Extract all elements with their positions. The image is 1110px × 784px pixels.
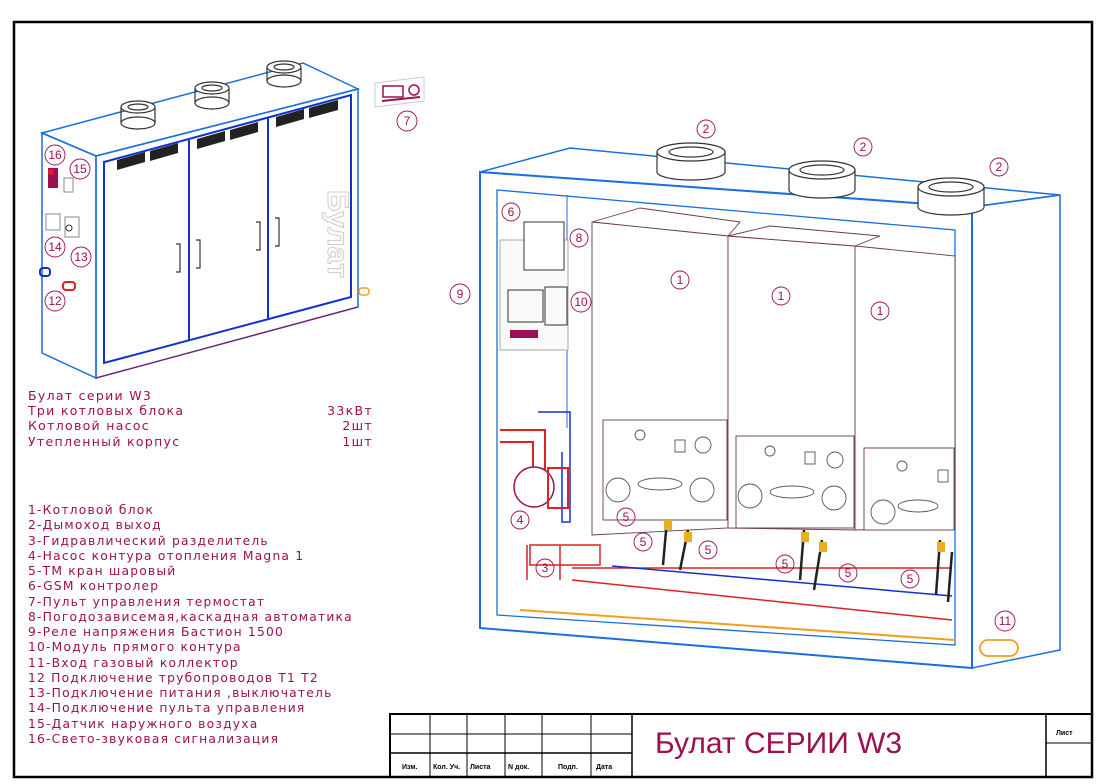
callout-label: 2	[996, 160, 1003, 174]
callout-group: 1 1 1 2 2 2 3 4 5 5 5 5 5 5 6 7 8 9 10 1…	[44, 110, 1016, 632]
legend-item: 10-Модуль прямого контура	[28, 640, 242, 655]
callout-label: 9	[457, 287, 464, 301]
spec-row: Три котловых блока 33кВт	[28, 403, 373, 418]
legend-item: 15-Датчик наружного воздуха	[28, 716, 259, 731]
legend-item: 3-Гидравлический разделитель	[28, 533, 269, 548]
callout-10: 10	[570, 291, 592, 313]
callout-14: 14	[44, 236, 66, 258]
tb-col-lista: Листа	[470, 764, 491, 771]
brand-logo: Булат	[321, 190, 354, 278]
callout-16: 16	[44, 144, 66, 166]
callout-5: 5	[838, 563, 858, 583]
parts-legend: 1-Котловой блок 2-Дымоход выход 3-Гидрав…	[28, 503, 353, 747]
callout-13: 13	[70, 246, 92, 268]
callout-label: 1	[877, 304, 884, 318]
spec-title: Булат серии W3	[28, 388, 153, 403]
callout-8: 8	[569, 228, 589, 248]
drawing-title: Булат СЕРИИ W3	[655, 727, 902, 760]
legend-item: 5-ТМ кран шаровый	[28, 564, 177, 578]
title-block	[389, 713, 1093, 778]
spec-block: Булат серии W3 Три котловых блока 33кВт К…	[28, 388, 373, 449]
callout-label: 2	[860, 140, 867, 154]
callout-2: 2	[853, 137, 873, 157]
callout-label: 1	[778, 289, 785, 303]
callout-1: 1	[870, 301, 890, 321]
tb-col-data: Дата	[596, 764, 612, 771]
spec-row: Утепленный корпус 1шт	[28, 434, 373, 449]
callout-label: 7	[404, 114, 411, 128]
callout-label: 1	[677, 273, 684, 287]
callout-5: 5	[775, 554, 795, 574]
callout-label: 15	[73, 162, 87, 176]
callout-3: 3	[535, 558, 555, 578]
callout-9: 9	[449, 283, 471, 305]
callout-5: 5	[633, 532, 653, 552]
legend-item: 7-Пульт управления термостат	[28, 594, 266, 609]
callout-4: 4	[510, 510, 530, 530]
legend-item: 8-Погодозависемая,каскадная автоматика	[28, 609, 353, 624]
callout-label: 16	[48, 148, 62, 162]
callout-2: 2	[989, 157, 1009, 177]
callout-12: 12	[44, 290, 66, 312]
callout-label: 12	[48, 294, 62, 308]
legend-item: 14-Подключение пульта управления	[28, 701, 306, 716]
spec-row: Котловой насос 2шт	[28, 418, 373, 433]
spec-label: Котловой насос	[28, 418, 150, 434]
callout-label: 8	[576, 231, 583, 245]
legend-item: 11-Вход газовый коллектор	[28, 655, 239, 670]
open-cabinet-view	[479, 142, 1061, 670]
legend-item: 6-GSM контролер	[28, 579, 160, 594]
callout-label: 11	[999, 614, 1012, 628]
callout-label: 4	[517, 513, 524, 527]
callout-label: 5	[705, 543, 712, 557]
callout-label: 5	[623, 510, 630, 524]
callout-label: 3	[542, 561, 549, 575]
callout-label: 5	[640, 535, 647, 549]
callout-5: 5	[900, 569, 920, 589]
callout-label: 2	[703, 122, 710, 136]
spec-qty: 2шт	[342, 418, 373, 434]
spec-label: Три котловых блока	[28, 403, 185, 419]
tb-col-n-dok: N док.	[508, 764, 529, 771]
legend-item: 13-Подключение питания ,выключатель	[28, 686, 333, 700]
tb-col-izm: Изм.	[402, 764, 418, 771]
spec-qty: 33кВт	[327, 403, 373, 419]
callout-1: 1	[771, 286, 791, 306]
callout-1: 1	[670, 270, 690, 290]
legend-item: 4-Насос контура отопления Magna 1	[28, 548, 305, 563]
callout-label: 5	[782, 557, 789, 571]
spec-label: Утепленный корпус	[28, 433, 181, 449]
legend-item: 16-Свето-звуковая сигнализация	[28, 731, 280, 746]
callout-label: 10	[574, 295, 588, 309]
tb-col-kol-uch: Кол. Уч.	[433, 764, 460, 771]
legend-item: 2-Дымоход выход	[28, 518, 162, 533]
callout-5: 5	[616, 507, 636, 527]
closed-cabinet-view	[39, 60, 425, 380]
legend-item: 9-Реле напряжения Бастион 1500	[28, 625, 285, 639]
callout-15: 15	[69, 158, 91, 180]
callout-7: 7	[396, 110, 418, 132]
callout-label: 5	[845, 566, 852, 580]
legend-item: 1-Котловой блок	[28, 503, 155, 517]
callout-label: 13	[74, 250, 88, 264]
callout-label: 6	[508, 205, 515, 219]
spec-qty: 1шт	[342, 433, 373, 449]
callout-5: 5	[698, 540, 718, 560]
callout-11: 11	[994, 610, 1016, 632]
tb-col-podp: Подп.	[558, 764, 578, 771]
callout-2: 2	[696, 119, 716, 139]
callout-label: 14	[48, 240, 62, 254]
callout-label: 5	[907, 572, 914, 586]
tb-sheet-label: Лист	[1056, 730, 1073, 737]
legend-item: 12 Подключение трубопроводов Т1 Т2	[28, 670, 319, 685]
callout-6: 6	[501, 202, 521, 222]
